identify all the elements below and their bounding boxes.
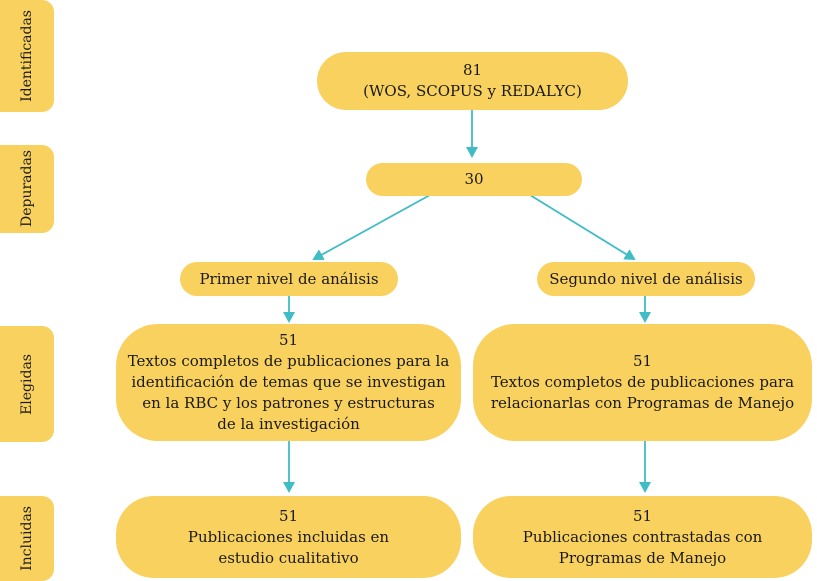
identified-box: 81 (WOS, SCOPUS y REDALYC) (317, 52, 628, 110)
included-left-line: Publicaciones incluidas en (187, 527, 390, 546)
eligible-left-line: identificación de temas que se investiga… (131, 373, 446, 391)
first-level-box: Primer nivel de análisis (180, 262, 398, 296)
eligible-right-count: 51 (632, 352, 653, 370)
included-left-count: 51 (278, 506, 299, 525)
identified-sources: (WOS, SCOPUS y REDALYC) (363, 82, 582, 100)
identified-count: 81 (462, 61, 483, 79)
included-right-count: 51 (632, 506, 653, 525)
arrow-filtered-to-first-level (312, 194, 431, 260)
eligible-left-line: en la RBC y los patrones y estructuras (142, 394, 435, 412)
first-level-label: Primer nivel de análisis (199, 269, 379, 288)
eligible-right-line: Textos completos de publicaciones para (490, 373, 795, 391)
eligible-right-box: 51 Textos completos de publicaciones par… (473, 324, 812, 441)
stage-depuradas: Depuradas (0, 145, 54, 233)
stage-identificadas: Identificadas (0, 0, 54, 112)
included-right-box: 51 Publicaciones contrastadas con Progra… (473, 496, 812, 578)
filtered-count: 30 (464, 170, 484, 188)
stage-incluidas: Incluidas (0, 496, 54, 581)
eligible-left-box: 51 Textos completos de publicaciones par… (116, 324, 461, 441)
included-right-line: Programas de Manejo (558, 548, 727, 567)
stage-elegidas: Elegidas (0, 326, 54, 442)
filtered-box: 30 (366, 163, 582, 196)
eligible-right-line: relacionarlas con Programas de Manejo (490, 394, 795, 412)
eligible-left-line: de la investigación (217, 415, 360, 433)
second-level-box: Segundo nivel de análisis (537, 262, 755, 296)
eligible-left-count: 51 (278, 331, 299, 349)
eligible-left-line: Textos completos de publicaciones para l… (127, 352, 450, 370)
included-left-box: 51 Publicaciones incluidas en estudio cu… (116, 496, 461, 578)
arrow-filtered-to-second-level (529, 194, 636, 261)
included-left-line: estudio cualitativo (218, 548, 359, 567)
included-right-line: Publicaciones contrastadas con (522, 527, 763, 546)
second-level-label: Segundo nivel de análisis (549, 269, 743, 288)
